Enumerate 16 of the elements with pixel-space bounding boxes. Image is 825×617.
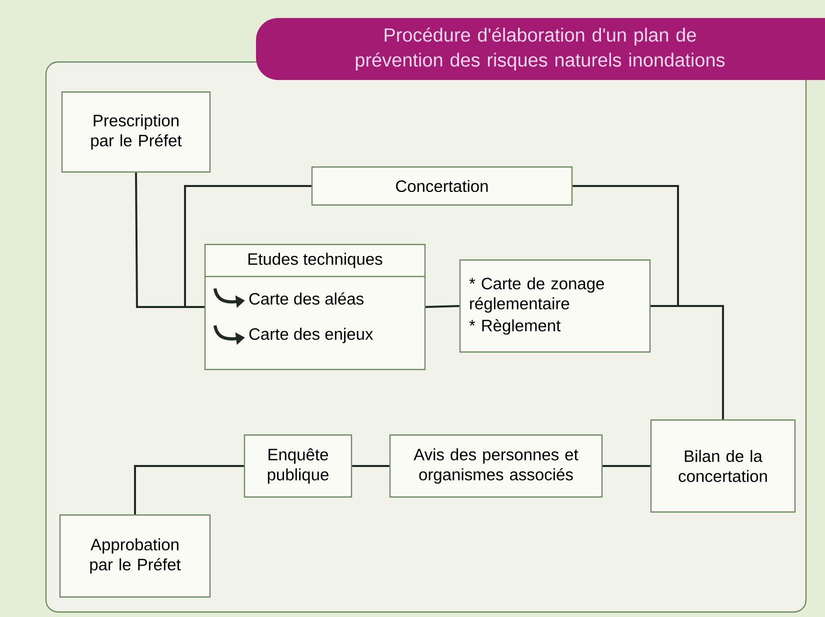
connector-line — [352, 465, 390, 467]
connector-line — [134, 465, 244, 514]
process-box: Avis des personnes et organismes associés — [389, 434, 603, 498]
process-box: Bilan de la concertation — [650, 419, 796, 513]
connector-line — [572, 185, 679, 307]
process-box: Approbation par le Préfet — [59, 514, 211, 598]
process-box: Etudes techniques Carte des aléas Carte des enjeux — [204, 244, 426, 370]
title-banner: Procédure d'élaboration d'un plan de prévention des risques naturels inondations — [256, 18, 825, 80]
process-box: Enquête publique — [244, 434, 352, 498]
connector-line — [602, 465, 650, 467]
connector-line — [184, 185, 312, 308]
connector-line — [650, 305, 724, 420]
connector-line — [426, 305, 460, 308]
process-box: * Carte de zonage réglementaire * Règlement — [459, 259, 651, 353]
process-box: Prescription par le Préfet — [61, 91, 211, 173]
process-box: Concertation — [311, 166, 573, 206]
